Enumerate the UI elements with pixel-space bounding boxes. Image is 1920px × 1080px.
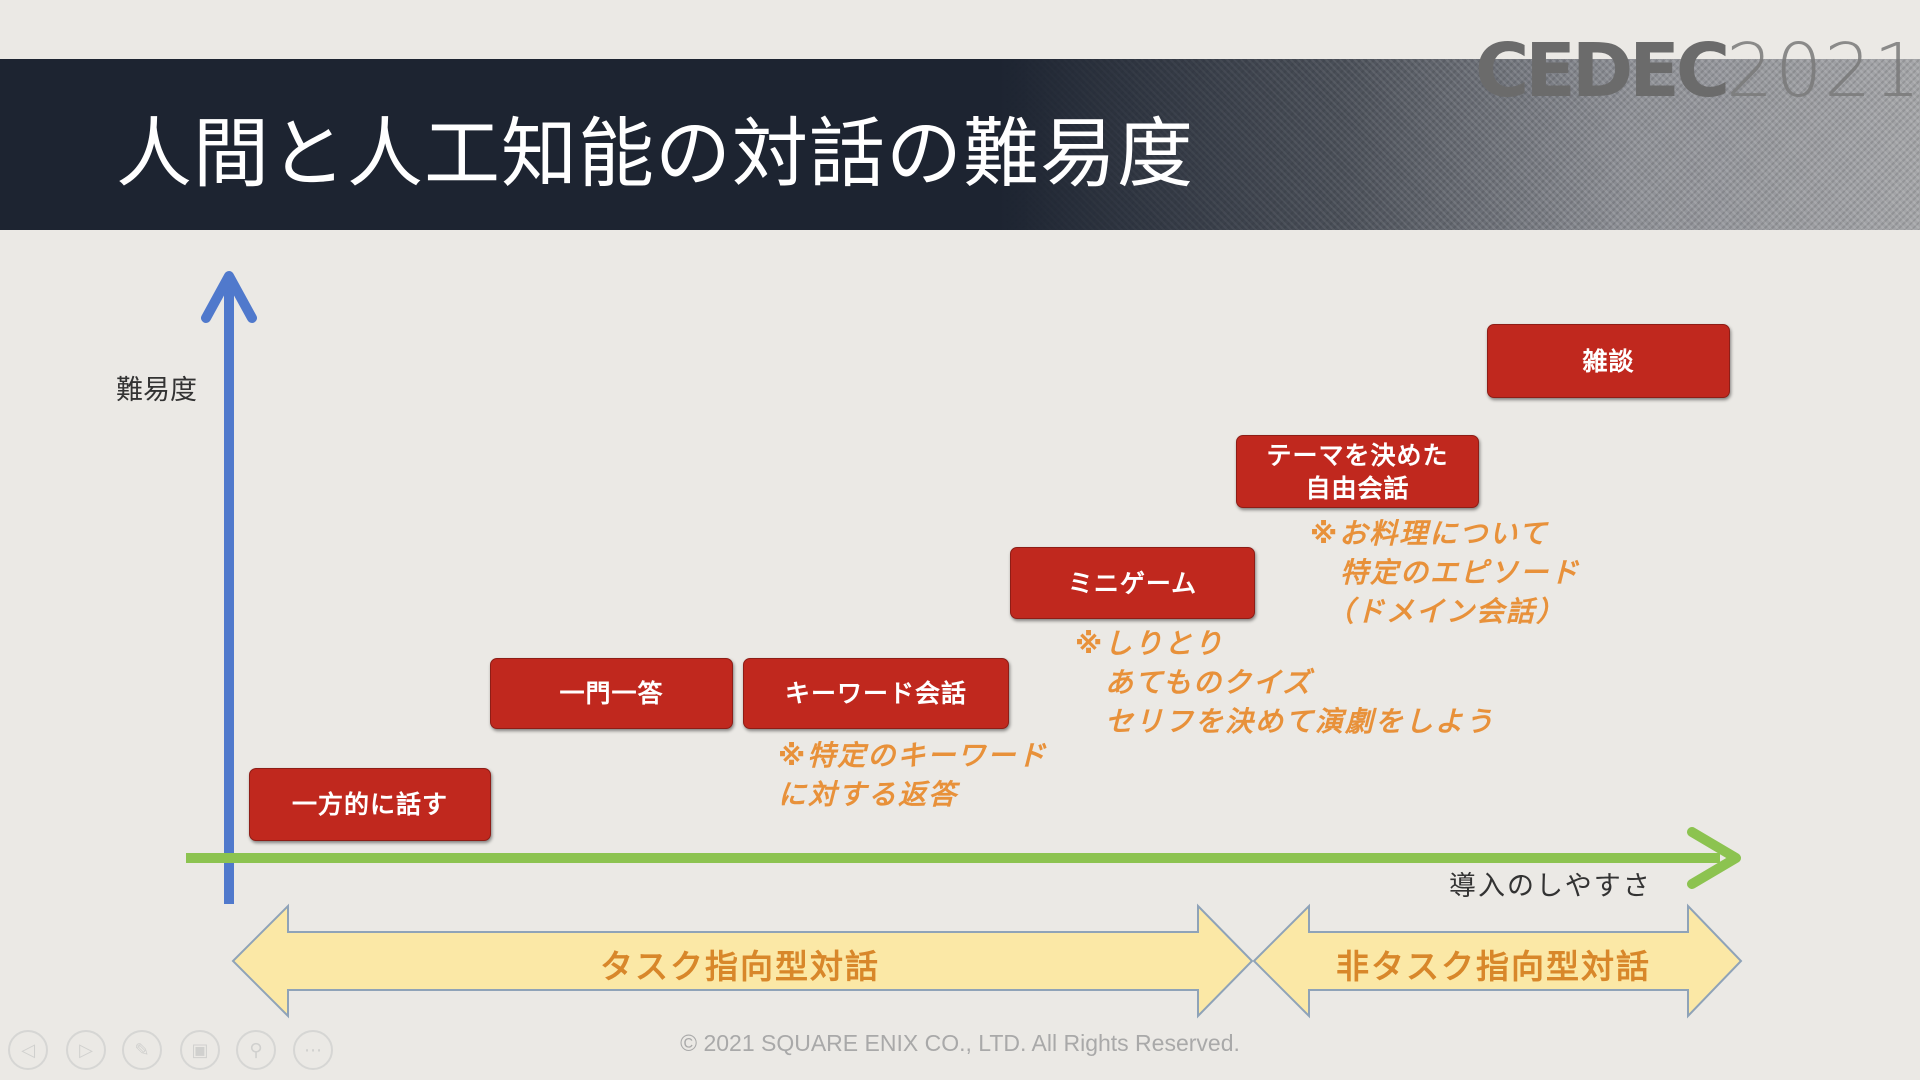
cedec-logo: CEDEC2021: [1475, 28, 1920, 114]
x-axis-label: 導入のしやすさ: [1449, 871, 1652, 902]
x-axis-arrowhead: [1687, 827, 1741, 889]
y-axis-arrowhead: [201, 271, 257, 323]
logo-main: CEDEC: [1475, 28, 1730, 114]
slides-icon[interactable]: ▣: [180, 1030, 220, 1070]
box-one-way-talk: 一方的に話す: [249, 768, 491, 841]
slide-title: 人間と人工知能の対話の難易度: [116, 109, 1194, 198]
box-theme-talk: テーマを決めた 自由会話: [1236, 435, 1479, 508]
title-bar: [0, 59, 1920, 230]
box-minigame: ミニゲーム: [1010, 547, 1255, 619]
box-qa: 一門一答: [490, 658, 733, 729]
more-icon[interactable]: ⋯: [293, 1030, 333, 1070]
logo-year: 2021: [1726, 28, 1920, 114]
y-axis-label: 難易度: [116, 375, 197, 406]
zoom-icon[interactable]: ⚲: [236, 1030, 276, 1070]
note-keyword: ※特定のキーワード に対する返答: [778, 739, 1048, 811]
note-minigame: ※しりとり あてものクイズ セリフを決めて演劇をしよう: [1075, 627, 1496, 738]
box-keyword-talk: キーワード会話: [743, 658, 1009, 729]
non-task-band-label: 非タスク指向型対話: [1336, 947, 1651, 986]
non-task-band-arrow: [1252, 903, 1743, 1019]
copyright: © 2021 SQUARE ENIX CO., LTD. All Rights …: [680, 1030, 1240, 1056]
next-icon[interactable]: ▷: [66, 1030, 106, 1070]
box-chat: 雑談: [1487, 324, 1730, 398]
note-theme: ※お料理について 特定のエピソード （ドメイン会話）: [1310, 517, 1581, 628]
task-band-label: タスク指向型対話: [600, 947, 880, 986]
task-band-arrow: [231, 903, 1254, 1019]
previous-icon[interactable]: ◁: [8, 1030, 48, 1070]
pen-icon[interactable]: ✎: [122, 1030, 162, 1070]
